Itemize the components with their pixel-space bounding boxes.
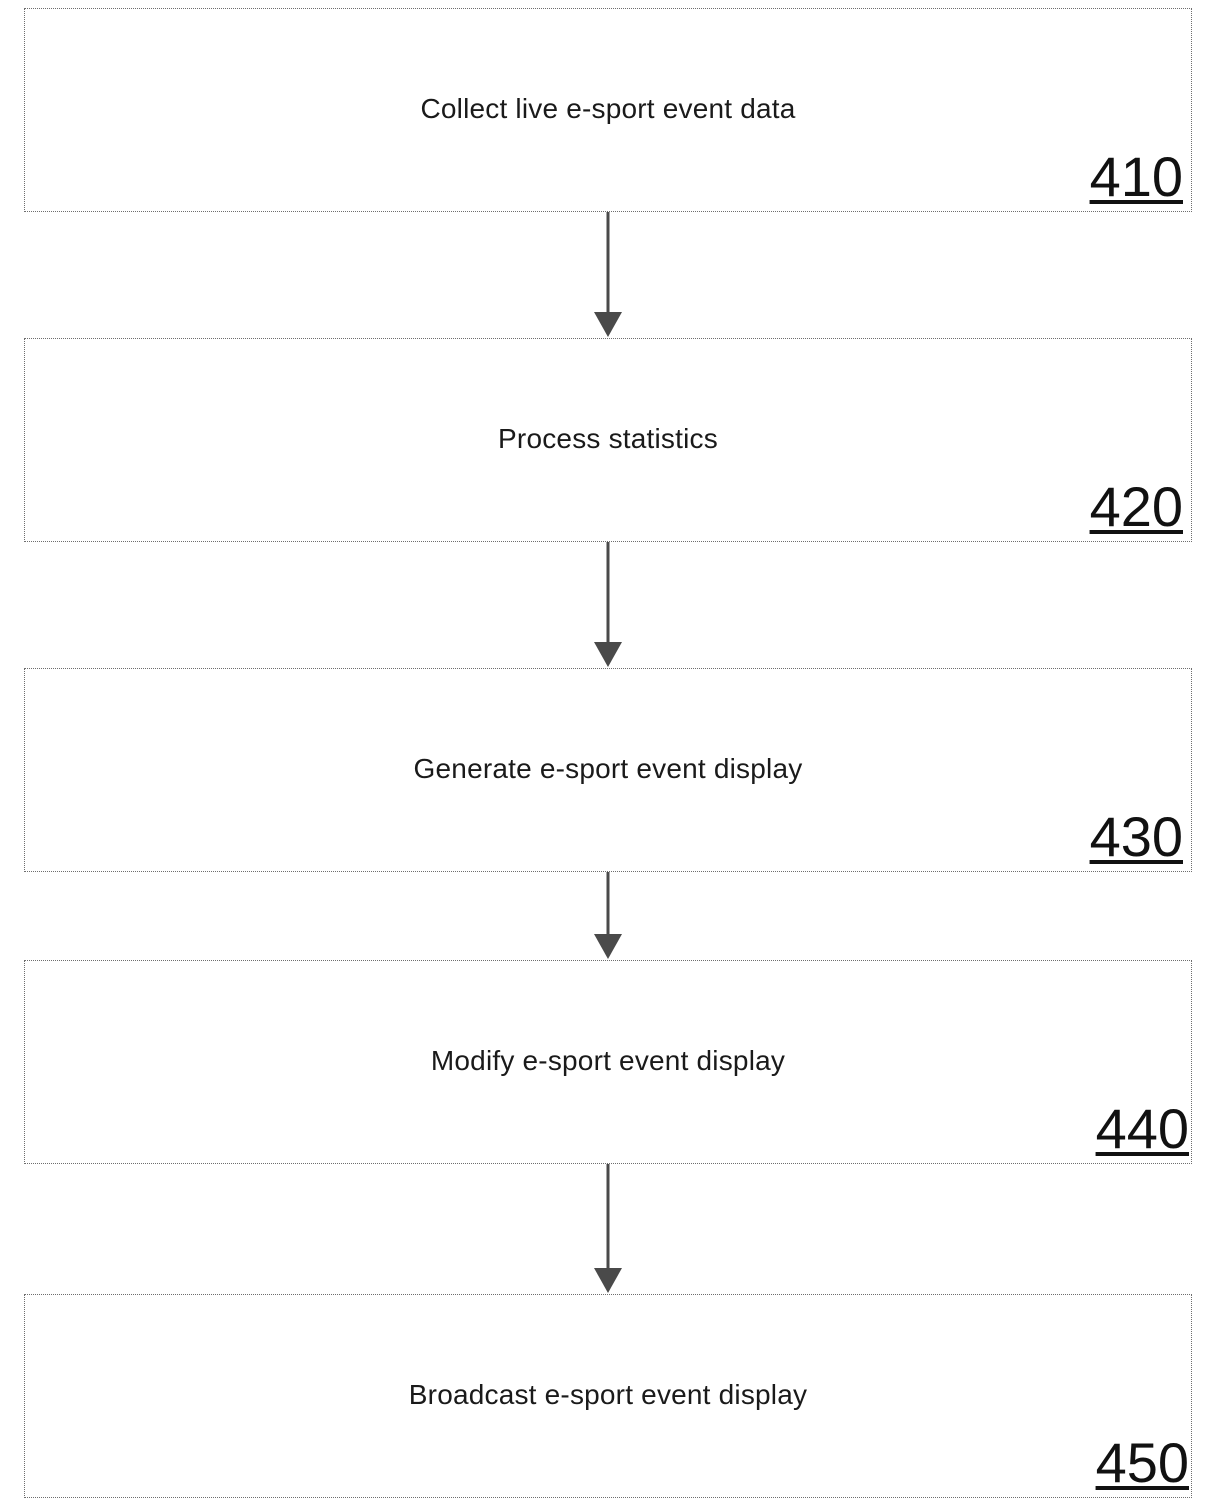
step-label: Broadcast e-sport event display: [25, 1379, 1191, 1411]
step-label: Collect live e-sport event data: [25, 93, 1191, 125]
step-reference-number: 410: [1090, 145, 1183, 209]
step-reference-number: 420: [1090, 475, 1183, 539]
arrow-440-to-450: [594, 1164, 622, 1293]
arrow-410-to-420: [594, 212, 622, 337]
step-box-450: Broadcast e-sport event display 450: [24, 1294, 1192, 1498]
arrow-420-to-430: [594, 542, 622, 667]
step-reference-number: 430: [1090, 805, 1183, 869]
step-box-420: Process statistics 420: [24, 338, 1192, 542]
step-reference-number: 450: [1096, 1431, 1189, 1495]
step-label: Process statistics: [25, 423, 1191, 455]
arrow-430-to-440: [594, 872, 622, 959]
step-reference-number: 440: [1096, 1097, 1189, 1161]
step-label: Generate e-sport event display: [25, 753, 1191, 785]
step-box-410: Collect live e-sport event data 410: [24, 8, 1192, 212]
step-box-430: Generate e-sport event display 430: [24, 668, 1192, 872]
step-box-440: Modify e-sport event display 440: [24, 960, 1192, 1164]
step-label: Modify e-sport event display: [25, 1045, 1191, 1077]
